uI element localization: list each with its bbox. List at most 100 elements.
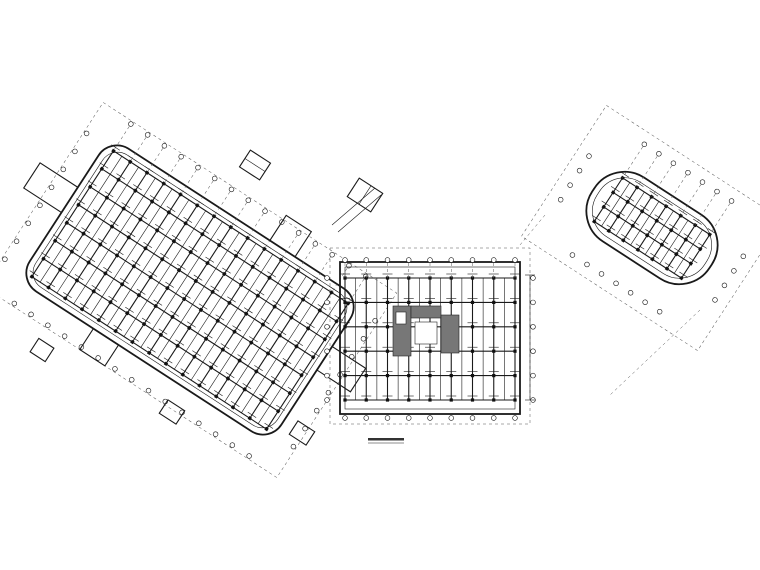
column: [428, 374, 432, 378]
column: [247, 416, 253, 421]
column: [449, 374, 453, 378]
axis-bubble: [567, 182, 573, 188]
secondary-beam-line: [90, 188, 173, 315]
axis-bubble: [144, 132, 151, 138]
axis-bubble: [302, 425, 308, 432]
column: [176, 267, 182, 273]
rebar-tick: [250, 260, 260, 267]
axis-bubble: [145, 387, 152, 394]
column: [104, 195, 110, 200]
column: [208, 365, 214, 370]
column: [211, 213, 217, 219]
rebar-tick: [200, 227, 209, 234]
rebar-tick: [180, 368, 190, 375]
axis-bubble: [406, 415, 412, 421]
axis-bubble: [228, 186, 235, 193]
annex-block-bottom-right: [288, 420, 316, 446]
rebar-tick: [311, 350, 320, 357]
column: [610, 190, 616, 195]
beam-line: [98, 194, 181, 321]
rebar-tick: [592, 215, 601, 222]
axis-bubble: [363, 257, 369, 263]
rebar-tick: [277, 329, 287, 336]
column: [385, 300, 390, 304]
column: [119, 282, 125, 287]
core-wall: [392, 305, 460, 357]
rebar-tick: [46, 281, 56, 288]
column: [158, 332, 164, 338]
column: [74, 278, 80, 283]
column: [630, 223, 635, 229]
rebar-tick: [220, 343, 230, 350]
axis-leader: [113, 126, 130, 151]
column: [385, 325, 390, 329]
axis-bubble: [212, 175, 218, 182]
column: [230, 405, 236, 410]
column: [492, 325, 496, 329]
column: [428, 300, 432, 304]
rebar-tick: [158, 328, 168, 335]
rebar-tick: [193, 274, 203, 281]
axis-bubble: [427, 257, 433, 263]
axis-bubble: [656, 151, 662, 157]
rebar-tick: [282, 358, 292, 364]
axis-leader: [695, 193, 716, 226]
column: [305, 326, 311, 331]
rebar-tick: [601, 200, 611, 207]
beam-line: [215, 270, 299, 397]
column: [322, 337, 328, 342]
column: [312, 279, 317, 284]
axis-leader: [665, 175, 687, 207]
rebar-tick: [146, 346, 156, 353]
column: [227, 300, 232, 306]
secondary-beam-line: [673, 229, 703, 274]
column: [470, 374, 475, 378]
rebar-tick: [149, 195, 159, 202]
column: [92, 213, 98, 218]
axis-bubble: [2, 256, 8, 262]
axis-bubble: [295, 230, 302, 236]
column: [270, 380, 276, 385]
rebar-tick: [63, 292, 72, 299]
rebar-tick: [654, 214, 664, 221]
rebar-tick: [255, 289, 265, 296]
column: [114, 253, 120, 258]
column: [170, 314, 175, 320]
column: [76, 202, 81, 207]
axis-bubble: [196, 420, 202, 427]
beam-line: [165, 237, 249, 365]
axis-bubble: [512, 257, 518, 263]
beam-line: [31, 150, 114, 277]
rebar-tick: [300, 293, 310, 300]
column: [343, 398, 347, 402]
axis-leader: [230, 202, 247, 228]
rebar-tick: [125, 306, 134, 313]
column: [180, 372, 185, 377]
axis-bubble: [731, 268, 737, 274]
rebar-tick: [254, 365, 263, 372]
column: [238, 282, 244, 288]
axis-bubble: [469, 415, 476, 421]
rebar-tick: [237, 354, 247, 361]
secondary-beam-line: [630, 201, 660, 246]
stair-wing: [269, 214, 313, 258]
beam-line: [266, 303, 349, 430]
axis-bubble: [324, 397, 330, 403]
beam-line: [48, 161, 131, 288]
column: [121, 206, 126, 211]
column: [109, 224, 115, 229]
rebar-tick: [289, 311, 298, 318]
axis-bubble: [342, 257, 348, 263]
column: [108, 300, 113, 305]
column: [299, 373, 304, 378]
column: [664, 266, 670, 271]
column: [188, 249, 193, 255]
column: [492, 374, 496, 378]
column: [225, 376, 231, 381]
rebar-tick: [119, 277, 129, 284]
column: [165, 285, 170, 291]
rebar-tick: [76, 198, 85, 205]
column: [683, 237, 689, 242]
column: [136, 292, 142, 298]
